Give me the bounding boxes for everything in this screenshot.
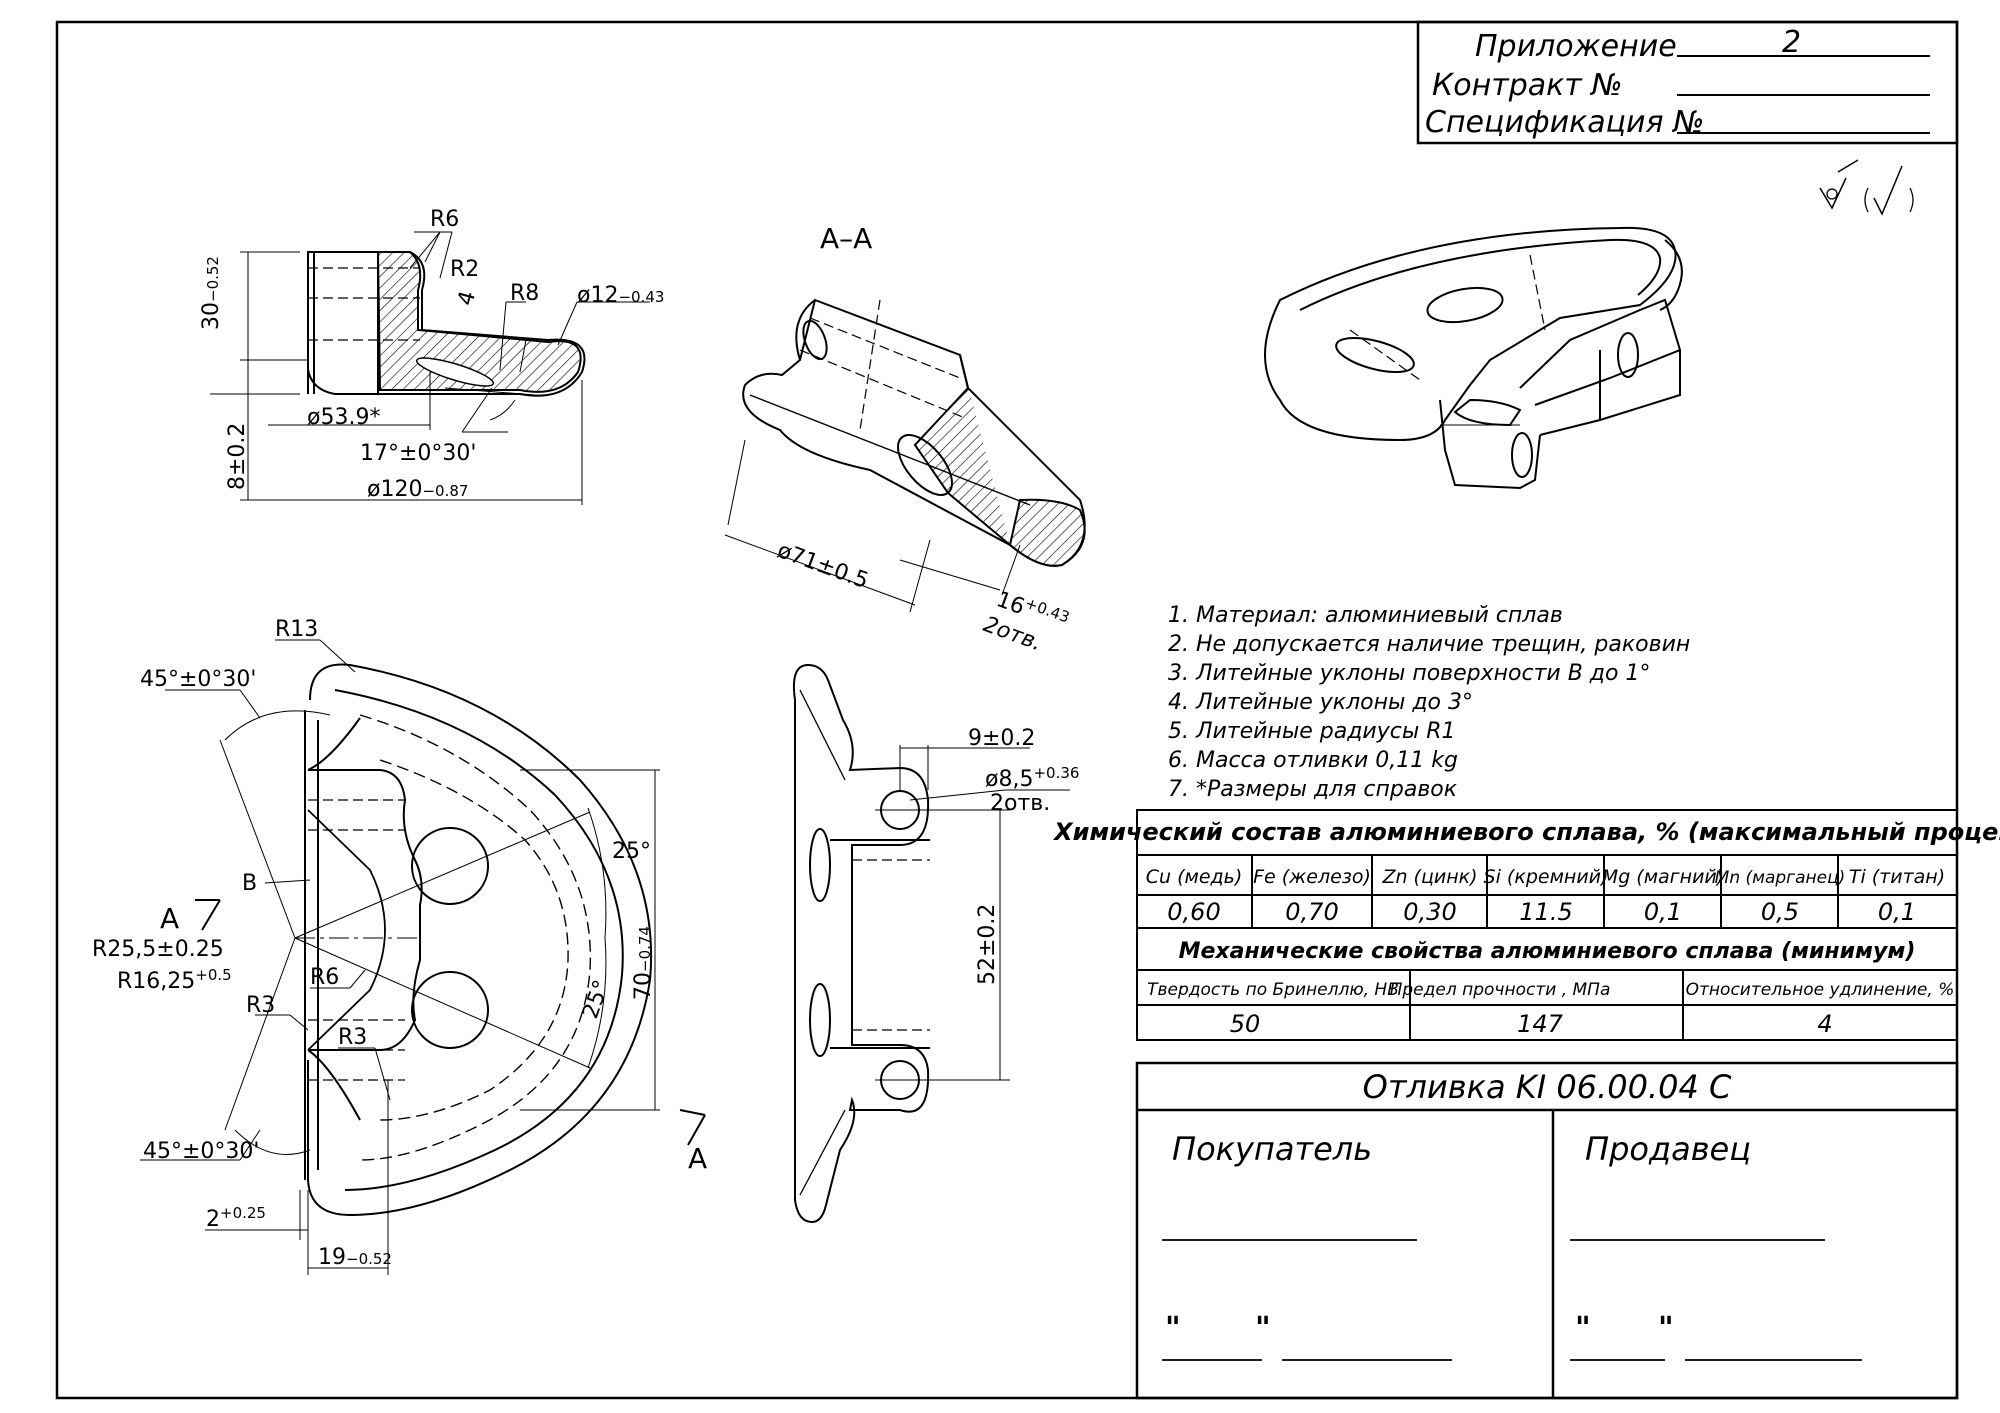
dim-r3a: R3 <box>246 993 275 1018</box>
notes: 1. Материал: алюминиевый сплав 2. Не доп… <box>1168 603 1690 802</box>
chem-v-zn: 0,30 <box>1403 898 1456 926</box>
front-view <box>140 639 706 1275</box>
dim-r16: R16,25+0.5 <box>117 966 232 994</box>
top-section-view <box>210 231 650 505</box>
chem-v-mn: 0,5 <box>1761 898 1799 926</box>
buyer-quote-close: " <box>1255 1311 1271 1346</box>
chem-v-cu: 0,60 <box>1167 898 1220 926</box>
mech-v-strength: 147 <box>1517 1010 1564 1038</box>
mech-v-hb: 50 <box>1230 1010 1261 1038</box>
chem-h-mg: Mg (магний) <box>1602 866 1724 888</box>
stamp-text: Отливка KI 06.00.04 C Покупатель Продаве… <box>1165 1068 1751 1346</box>
appendix-label: Приложение <box>1475 29 1677 64</box>
isometric-view <box>1264 226 1683 490</box>
note-1: 1. Материал: алюминиевый сплав <box>1168 603 1563 628</box>
chem-h-si: Si (кремний) <box>1484 866 1609 888</box>
mech-h-elong: Относительное удлинение, % <box>1686 980 1955 1000</box>
dim-h70: 70−0.74 <box>631 926 656 1000</box>
properties-table-text: Химический состав алюминиевого сплава, %… <box>1052 818 2000 1038</box>
dim-r6: R6 <box>430 207 459 232</box>
roughness-symbol <box>1819 159 1914 216</box>
note-6: 6. Масса отливки 0,11 kg <box>1168 748 1458 773</box>
seller-quote-open: " <box>1575 1311 1591 1346</box>
note-5: 5. Литейные радиусы R1 <box>1168 719 1455 744</box>
marker-a-bottom: А <box>688 1142 707 1175</box>
side-view-labels: 9±0.2 ø8,5+0.36 2отв. 52±0.2 <box>968 726 1079 985</box>
note-2: 2. Не допускается наличие трещин, ракови… <box>1168 632 1690 657</box>
dim-r13: R13 <box>275 617 318 642</box>
dim-r25: R25,5±0.25 <box>92 937 224 962</box>
dim-r8: R8 <box>510 281 539 306</box>
part-name: Отливка KI 06.00.04 C <box>1363 1068 1732 1106</box>
side-view <box>792 663 1070 1224</box>
note-3: 3. Литейные уклоны поверхности В до 1° <box>1168 661 1650 686</box>
mech-h-hb: Твердость по Бринеллю, НВ <box>1147 980 1399 1000</box>
spec-label: Спецификация № <box>1425 105 1704 140</box>
dim-angle17: 17°±0°30' <box>360 441 476 466</box>
chem-h-fe: Fe (железо) <box>1253 866 1371 888</box>
mech-title: Механические свойства алюминиевого сплав… <box>1179 939 1916 964</box>
dim-r3b: R3 <box>338 1025 367 1050</box>
dim-d71: ø71±0.5 <box>774 538 872 594</box>
dim-holes-side: 2отв. <box>990 791 1050 816</box>
dim-a45-top: 45°±0°30' <box>140 667 256 692</box>
dim-w2: 2+0.25 <box>206 1204 266 1232</box>
top-view-labels: R6 R2 4 R8 ø12−0.43 30−0.52 ø53.9* 17°±0… <box>199 207 664 502</box>
dim-d12: ø12−0.43 <box>577 283 664 308</box>
dim-holes-section: 2отв. <box>980 612 1045 656</box>
dim-w9: 9±0.2 <box>968 726 1035 751</box>
dim-h8: 8±0.2 <box>225 423 250 490</box>
chem-h-mn: Mn (марганец) <box>1715 868 1846 888</box>
chem-h-ti: Ti (титан) <box>1849 866 1945 888</box>
dim-b: B <box>242 871 257 896</box>
dim-a25-top: 25° <box>612 839 651 864</box>
sheet-frame <box>55 20 1959 1400</box>
chem-v-fe: 0,70 <box>1285 898 1338 926</box>
dim-h30: 30−0.52 <box>199 256 224 330</box>
dim-4: 4 <box>453 288 481 308</box>
dim-d120: ø120−0.87 <box>367 477 468 502</box>
buyer-label: Покупатель <box>1172 1130 1372 1168</box>
chem-v-mg: 0,1 <box>1644 898 1682 926</box>
dim-r2: R2 <box>450 257 479 282</box>
seller-quote-close: " <box>1658 1311 1674 1346</box>
dim-d53: ø53.9* <box>307 405 380 430</box>
stamp <box>1135 1061 1959 1400</box>
mech-v-elong: 4 <box>1817 1010 1832 1038</box>
properties-table <box>1136 809 1958 1041</box>
chem-h-zn: Zn (цинк) <box>1381 866 1477 888</box>
dim-r6-front: R6 <box>310 965 339 990</box>
dim-w19: 19−0.52 <box>318 1245 392 1270</box>
chem-v-si: 11.5 <box>1519 898 1572 926</box>
front-view-labels: R13 45°±0°30' B А R25,5±0.25 R16,25+0.5 … <box>92 617 707 1270</box>
seller-label: Продавец <box>1585 1130 1751 1168</box>
dim-a45-bot: 45°±0°30' <box>143 1139 259 1164</box>
buyer-quote-open: " <box>1165 1311 1181 1346</box>
dim-a25-bot: 25° <box>578 977 615 1022</box>
mech-h-strength: Предел прочности , МПа <box>1390 980 1611 1000</box>
title-block: Приложение 2 Контракт № Спецификация № <box>1416 20 1959 145</box>
marker-a-top: А <box>160 902 179 935</box>
section-label: А–А <box>820 222 872 255</box>
chem-v-ti: 0,1 <box>1878 898 1916 926</box>
chem-title: Химический состав алюминиевого сплава, %… <box>1052 818 2000 846</box>
note-4: 4. Литейные уклоны до 3° <box>1168 690 1473 715</box>
dim-d85: ø8,5+0.36 <box>985 764 1079 792</box>
dim-h52: 52±0.2 <box>975 904 1000 985</box>
contract-label: Контракт № <box>1432 68 1623 103</box>
appendix-value: 2 <box>1782 25 1801 60</box>
chem-h-cu: Cu (медь) <box>1146 866 1243 888</box>
section-view <box>724 298 1086 613</box>
note-7: 7. *Размеры для справок <box>1168 777 1458 802</box>
